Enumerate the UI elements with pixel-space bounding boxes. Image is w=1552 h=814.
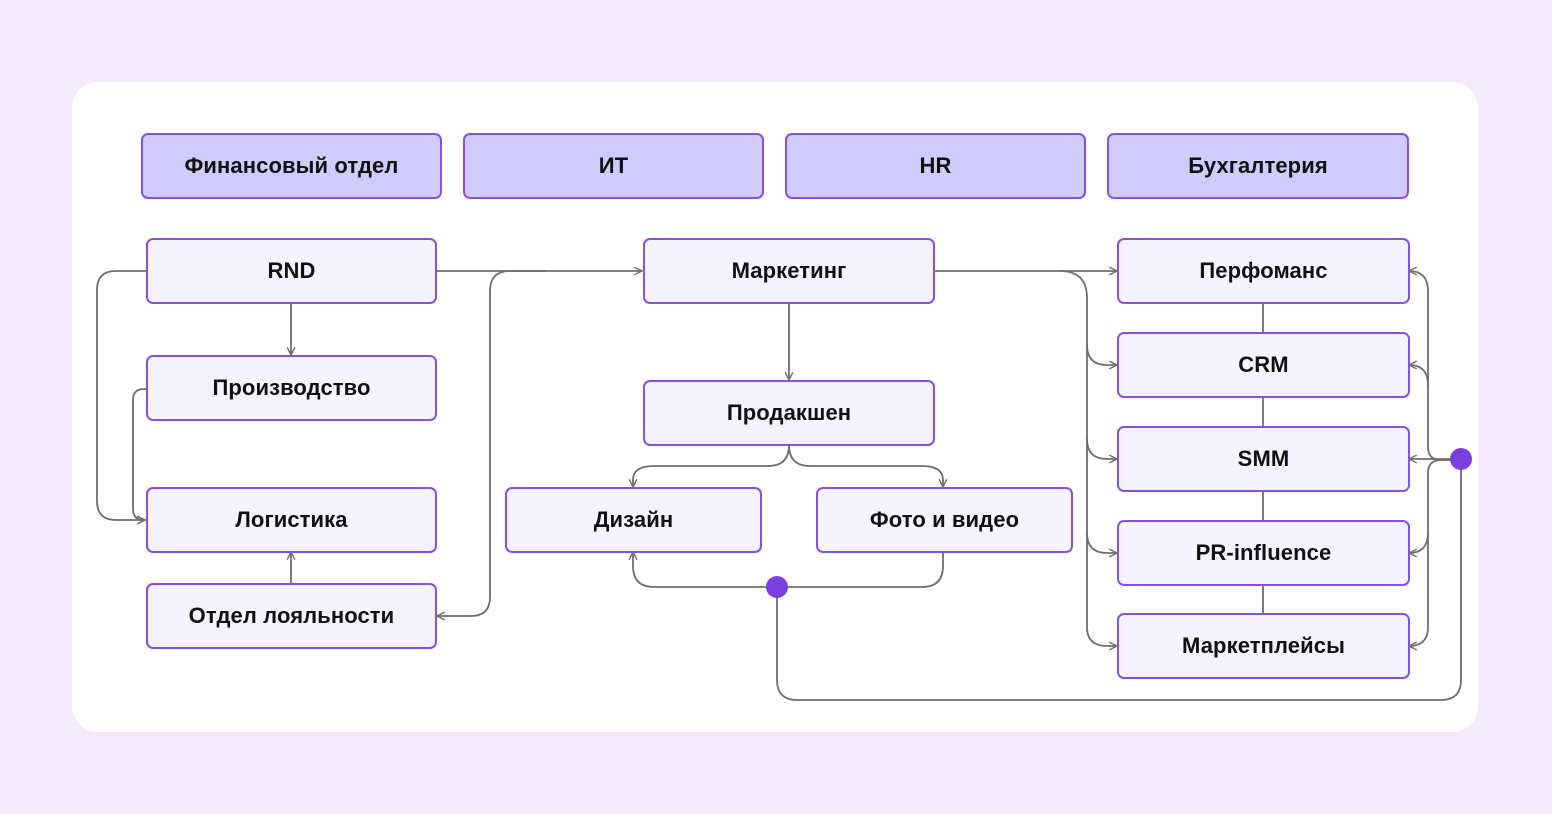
node-rnd: RND	[146, 238, 437, 304]
edge-marketing-loyalty	[436, 270, 546, 621]
edge-production-logistics	[132, 388, 147, 525]
node-performance: Перфоманс	[1117, 238, 1410, 304]
edge-hub-pr	[1408, 459, 1442, 558]
node-crm-label: CRM	[1238, 352, 1289, 377]
dept-hr: HR	[785, 133, 1086, 199]
node-marketing: Маркетинг	[643, 238, 935, 304]
node-smm-label: SMM	[1237, 446, 1290, 471]
edge-prodakshen-photo	[788, 444, 948, 488]
node-pr: PR-influence	[1117, 520, 1410, 586]
junction-dot-right-hub	[1450, 448, 1472, 470]
node-loyalty: Отдел лояльности	[146, 583, 437, 649]
node-design: Дизайн	[505, 487, 762, 553]
node-logistics-label: Логистика	[235, 507, 348, 532]
node-production: Производство	[146, 355, 437, 421]
dept-finance: Финансовый отдел	[141, 133, 442, 199]
edge-prodakshen-design	[628, 444, 790, 488]
node-marketing-label: Маркетинг	[731, 258, 847, 283]
junction-dot-design-photo	[766, 576, 788, 598]
node-rnd-label: RND	[267, 258, 316, 283]
node-photo-video-label: Фото и видео	[869, 507, 1020, 532]
dept-finance-label: Финансовый отдел	[184, 153, 399, 178]
edge-marketing-crm	[1059, 270, 1118, 370]
dept-hr-label: HR	[919, 153, 952, 178]
dept-accounting: Бухгалтерия	[1107, 133, 1409, 199]
edge-rnd-logistics	[96, 270, 147, 525]
node-logistics: Логистика	[146, 487, 437, 553]
edge-junction-hub	[776, 459, 1466, 701]
dept-it-label: ИТ	[598, 153, 629, 178]
node-prodakshen: Продакшен	[643, 380, 935, 446]
node-marketplaces: Маркетплейсы	[1117, 613, 1410, 679]
edge-marketing-smm	[1086, 344, 1118, 464]
edge-marketing-pr	[1086, 438, 1118, 558]
edge-marketing-marketplaces	[1086, 532, 1118, 651]
node-prodakshen-label: Продакшен	[726, 400, 852, 425]
node-smm: SMM	[1117, 426, 1410, 492]
dept-it: ИТ	[463, 133, 764, 199]
dept-accounting-label: Бухгалтерия	[1188, 153, 1328, 178]
node-crm: CRM	[1117, 332, 1410, 398]
edge-junction-design	[628, 551, 778, 588]
node-design-label: Дизайн	[593, 507, 674, 532]
edge-hub-crm	[1408, 360, 1429, 386]
node-loyalty-label: Отдел лояльности	[188, 603, 395, 628]
node-performance-label: Перфоманс	[1199, 258, 1328, 283]
edge-junction-photo	[776, 551, 944, 588]
node-pr-label: PR-influence	[1195, 540, 1332, 565]
node-production-label: Производство	[212, 375, 371, 400]
edge-hub-marketplaces	[1408, 532, 1429, 651]
node-marketplaces-label: Маркетплейсы	[1182, 633, 1345, 658]
node-photo-video: Фото и видео	[816, 487, 1073, 553]
